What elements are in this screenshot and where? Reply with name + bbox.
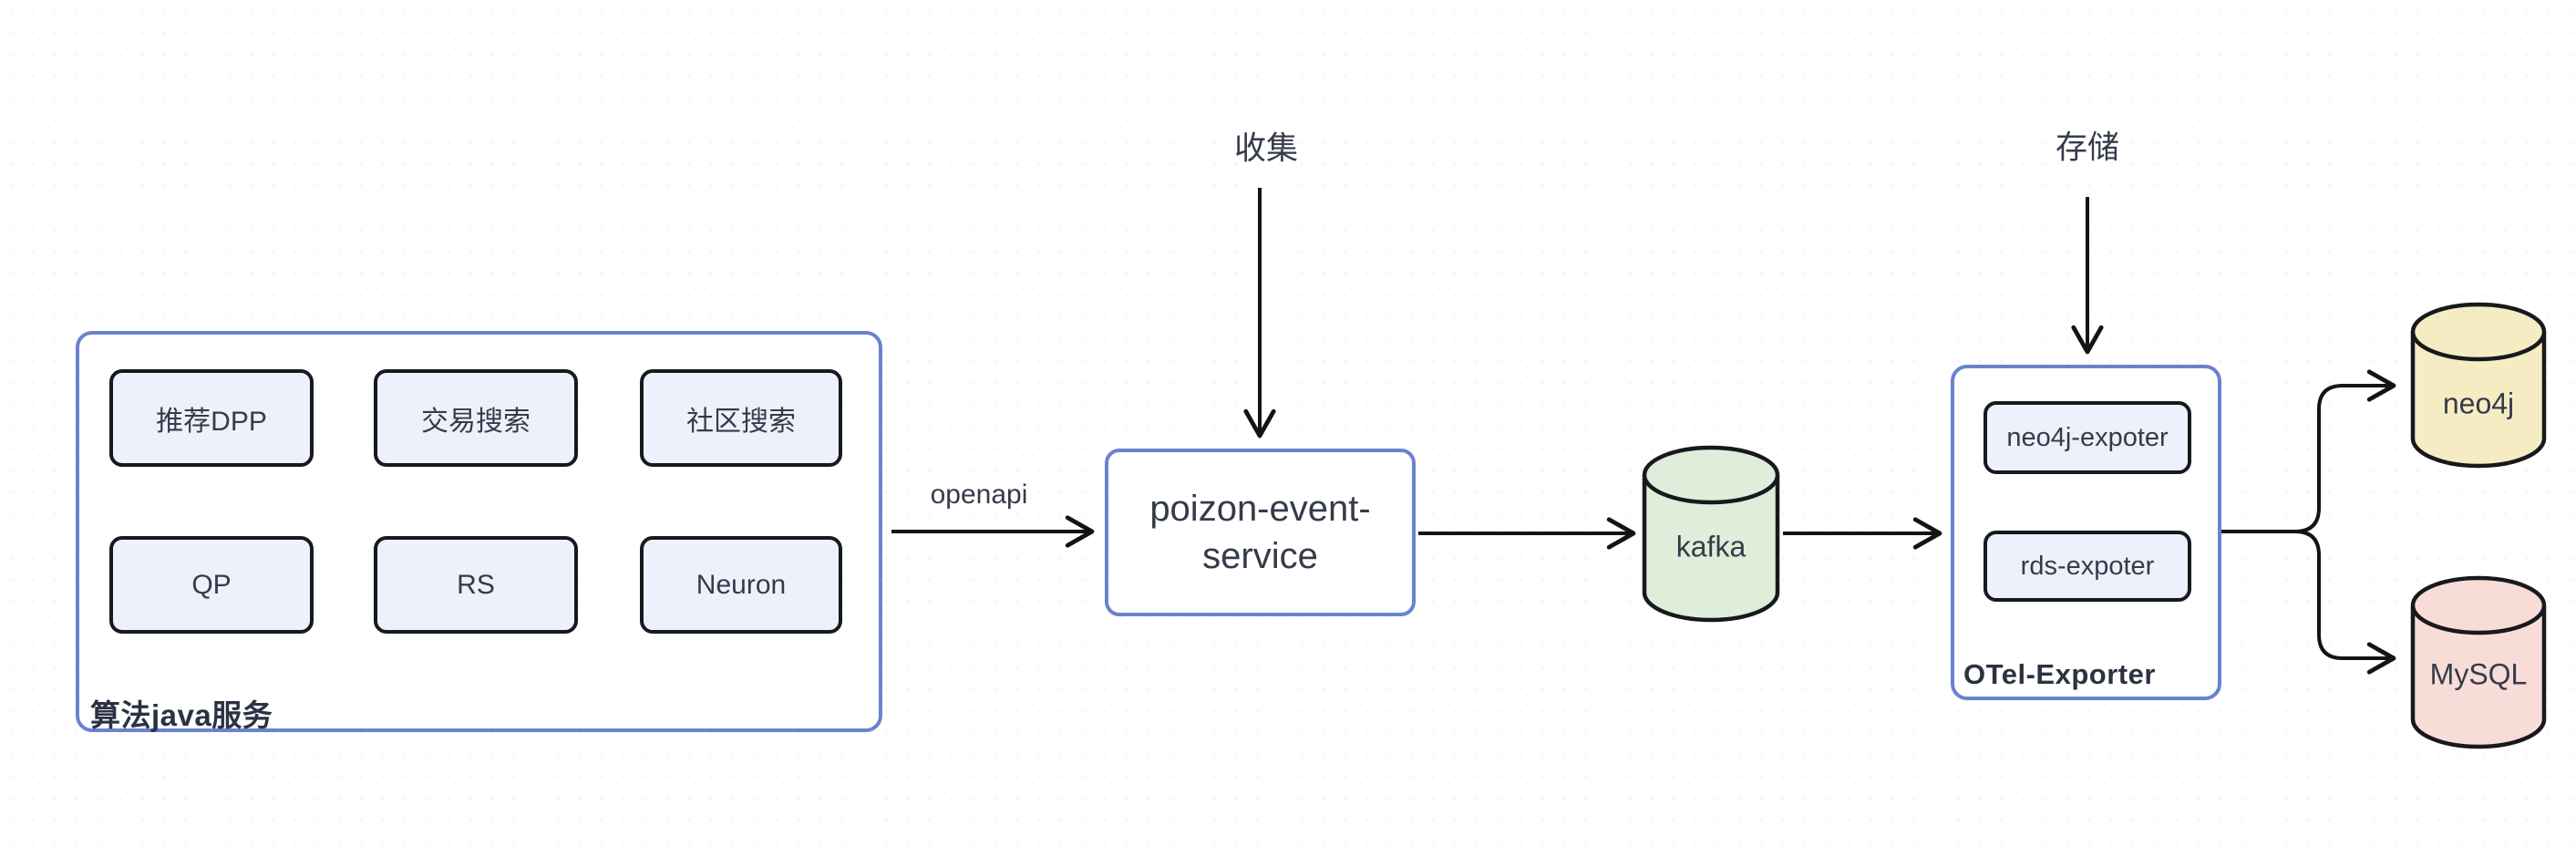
mysql-label: MySQL <box>2429 657 2528 691</box>
service-node-neuron: Neuron <box>640 536 842 634</box>
service-node-community-search-label: 社区搜索 <box>686 406 796 437</box>
otel-exporter-group-label: OTel-Exporter <box>1963 658 2156 690</box>
edge-otel-to-mysql <box>2221 530 2396 675</box>
algo-services-group-label: 算法java服务 <box>90 698 273 732</box>
service-node-rs: RS <box>374 536 578 634</box>
service-node-trade-search: 交易搜索 <box>374 369 578 467</box>
rds-exporter-node: rds-expoter <box>1984 531 2191 602</box>
rds-exporter-node-label: rds-expoter <box>2020 551 2155 581</box>
service-node-trade-search-label: 交易搜索 <box>421 406 531 437</box>
service-node-dpp: 推荐DPP <box>109 369 314 467</box>
collect-label: 收集 <box>1233 130 1299 167</box>
openapi-edge-label: openapi <box>930 480 1028 510</box>
service-node-qp-label: QP <box>191 569 232 600</box>
edge-otel-to-neo4j <box>2221 369 2396 533</box>
service-node-neuron-label: Neuron <box>696 569 787 600</box>
neo4j-exporter-node: neo4j-expoter <box>1984 401 2191 474</box>
neo4j-exporter-node-label: neo4j-expoter <box>2006 422 2169 452</box>
service-node-qp: QP <box>109 536 314 634</box>
neo4j-cylinder <box>2410 302 2547 469</box>
poizon-node-label-line1: poizon-event- <box>1149 489 1371 529</box>
service-node-dpp-label: 推荐DPP <box>156 406 267 437</box>
neo4j-label: neo4j <box>2442 387 2515 420</box>
service-node-community-search: 社区搜索 <box>640 369 842 467</box>
kafka-label: kafka <box>1675 530 1747 563</box>
poizon-node-label-line2: service <box>1202 536 1318 576</box>
poizon-event-service-node: poizon-event- service <box>1105 449 1416 616</box>
store-label: 存储 <box>2055 129 2120 166</box>
service-node-rs-label: RS <box>457 569 495 600</box>
